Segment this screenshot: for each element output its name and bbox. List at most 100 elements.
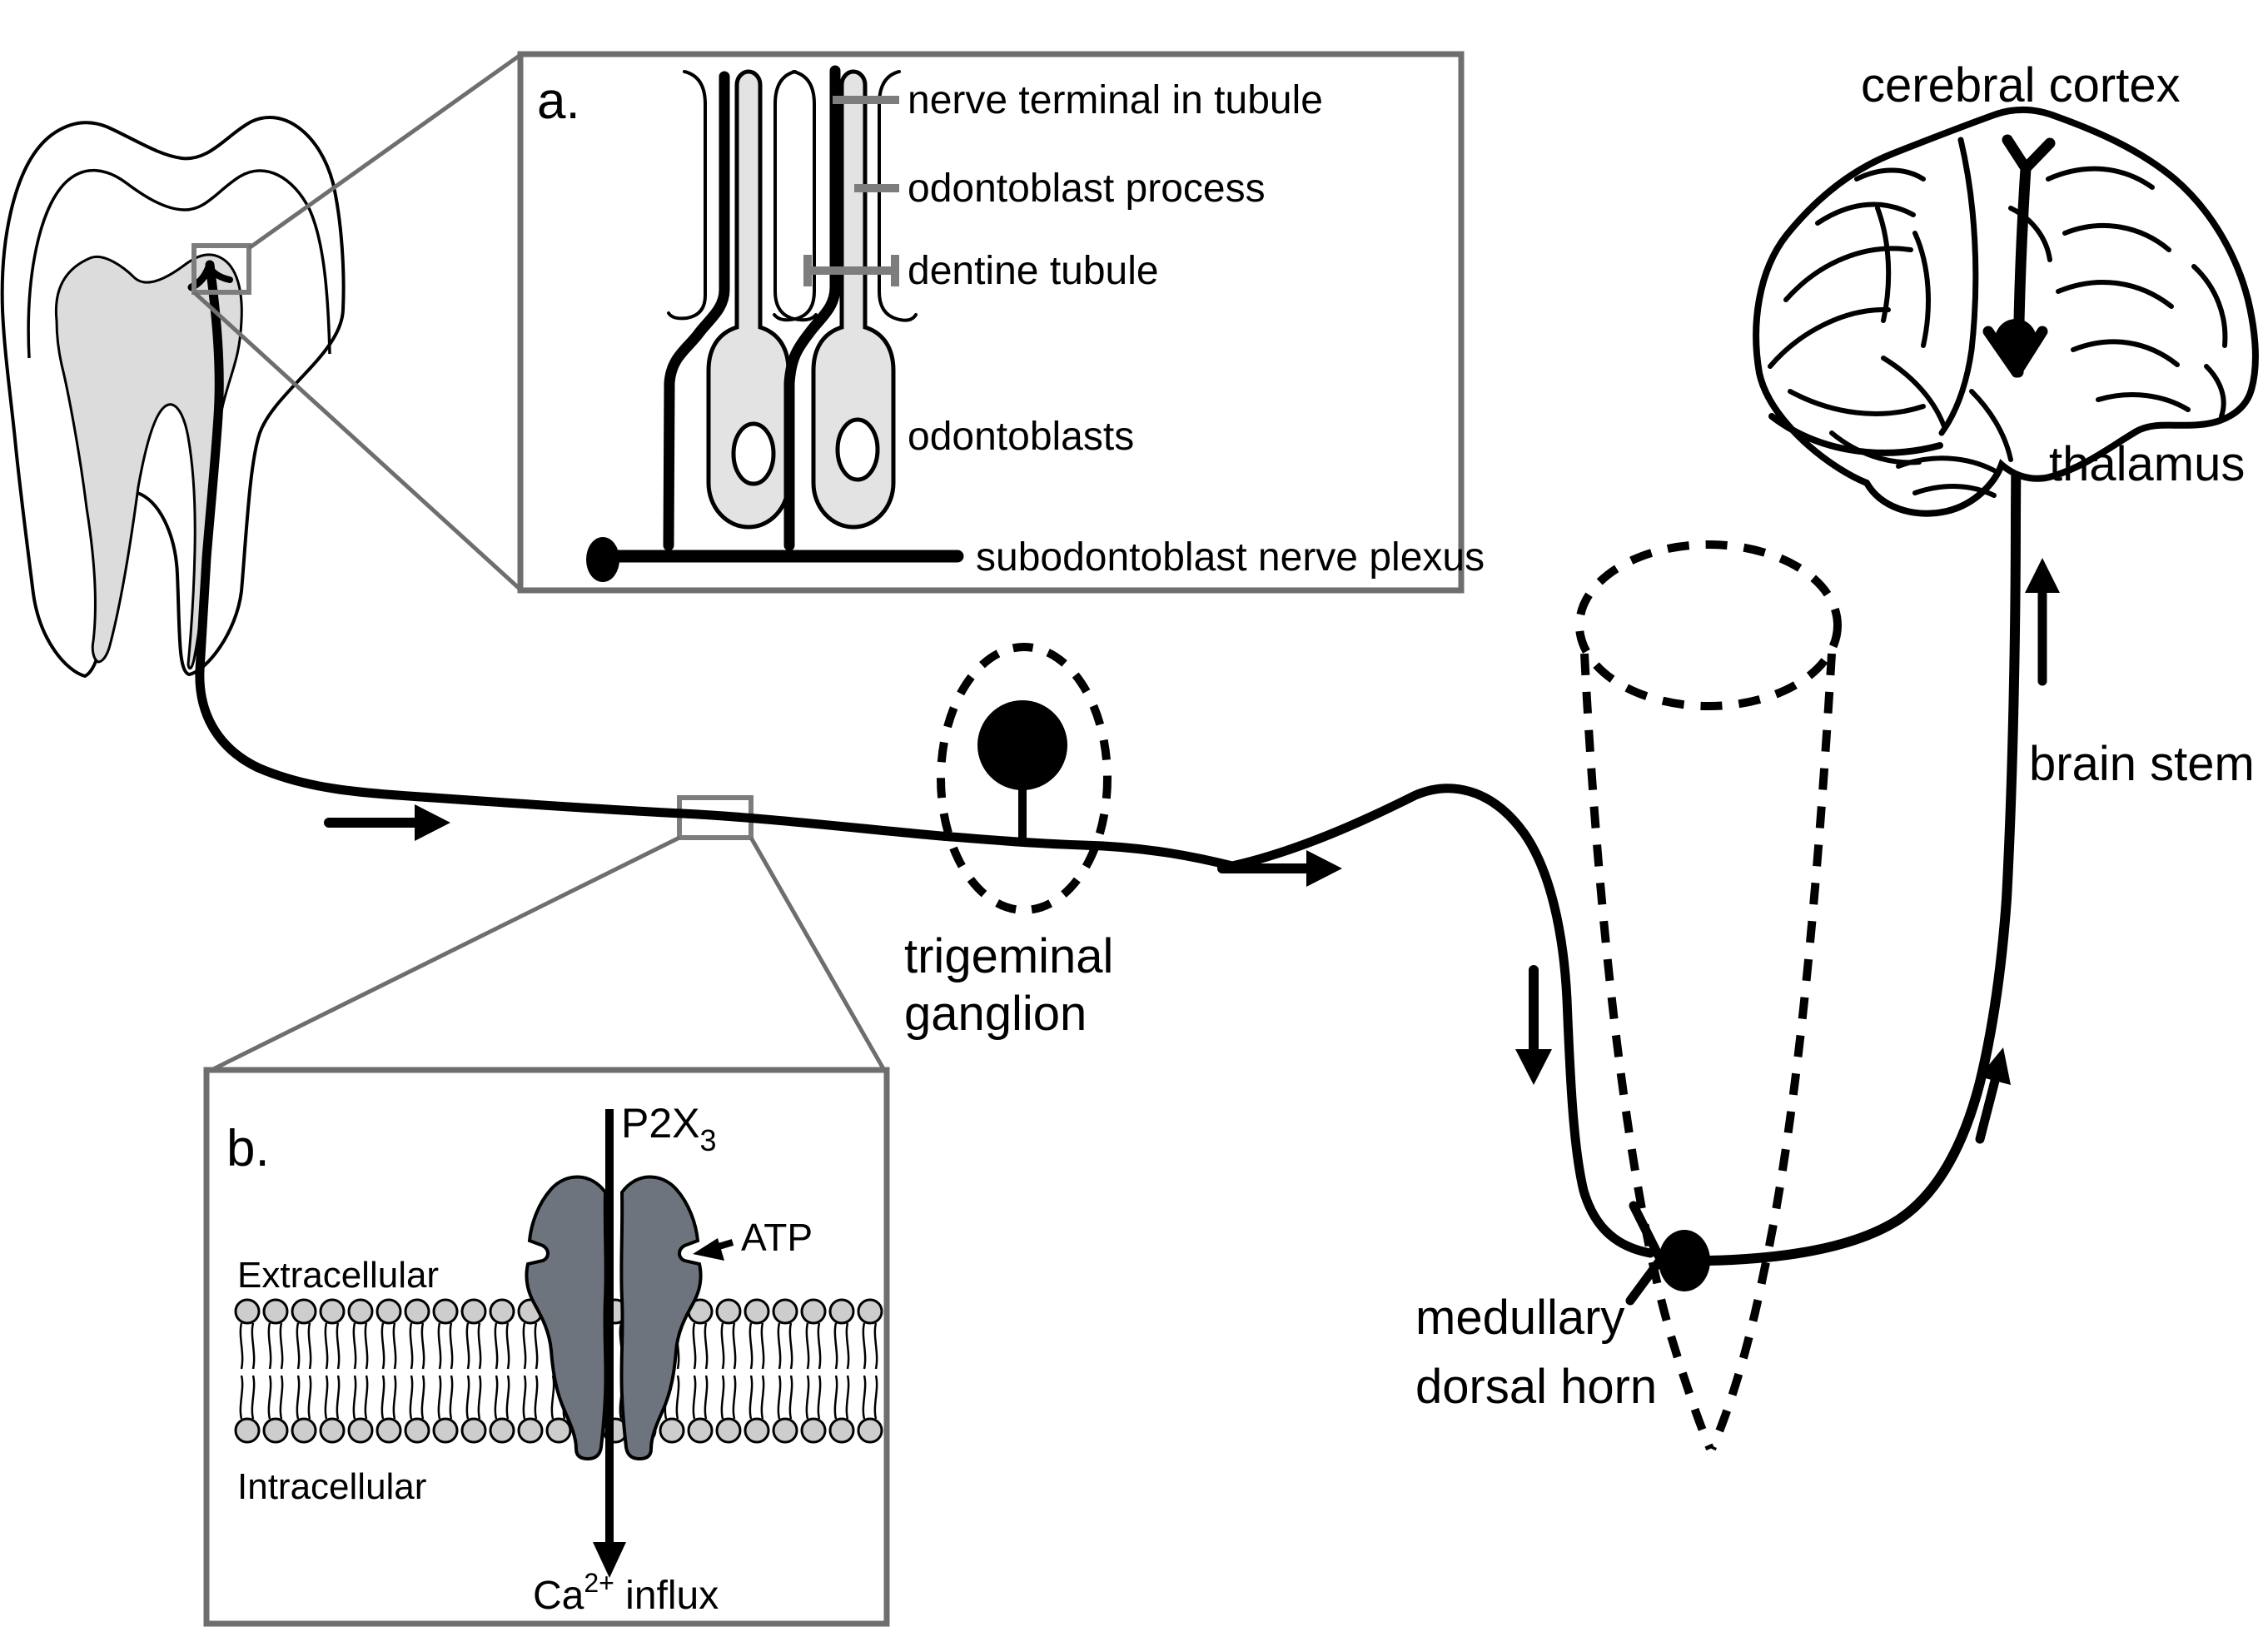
lipid-tail — [534, 1375, 539, 1420]
lipid-head — [376, 1417, 402, 1444]
subodontoblast-plexus-label: subodontoblast nerve plexus — [976, 535, 1485, 580]
lipid-tail — [777, 1322, 782, 1370]
inset-b-panel: b. Extracellular Intracellular ATP P2X3 … — [203, 1067, 890, 1627]
lipid-tail — [465, 1322, 470, 1370]
lipid-head — [715, 1417, 742, 1444]
lipid-head — [347, 1417, 374, 1444]
lipid-head — [432, 1298, 459, 1325]
lipid-head — [376, 1298, 402, 1325]
tooth-zoom-rectangle — [191, 243, 251, 295]
lipid-tail — [267, 1322, 272, 1370]
lipid-tail — [704, 1375, 709, 1420]
brain-gyri — [1768, 137, 2228, 498]
lipid-tail — [352, 1375, 357, 1420]
inset-a-pointers — [803, 96, 899, 286]
medullary-dorsal-horn-label-line2: dorsal horn — [1415, 1360, 1657, 1414]
atp-label: ATP — [741, 1216, 813, 1259]
lipid-tail — [788, 1375, 793, 1420]
lipid-head — [517, 1417, 544, 1444]
arrow-ascending-brainstem — [2025, 558, 2060, 686]
lipid-tail — [675, 1375, 680, 1420]
lipid-head — [319, 1417, 346, 1444]
lipid-tail — [833, 1322, 838, 1370]
inset-a-tag: a. — [537, 72, 580, 130]
inset-a-box — [517, 51, 1465, 594]
lipid-tail — [307, 1322, 312, 1370]
brain-illustration — [1753, 106, 2259, 517]
medulla-dotted-cone — [1575, 540, 1842, 1451]
lipid-tail — [336, 1322, 341, 1370]
lipid-tail — [437, 1322, 442, 1370]
lipid-tail — [494, 1322, 499, 1370]
lipid-tail — [449, 1322, 454, 1370]
p2x3-receptor — [525, 1175, 703, 1461]
lipid-head — [262, 1417, 289, 1444]
nerve-zoom-connector-left — [206, 835, 681, 1074]
lipid-head — [715, 1298, 742, 1325]
lipid-tail — [522, 1375, 527, 1420]
arrow-ascending-lower — [1975, 1047, 2011, 1144]
ganglion-soma — [977, 700, 1067, 790]
lipid-head — [857, 1417, 883, 1444]
lipid-tail — [392, 1322, 397, 1370]
lipid-tail — [352, 1322, 357, 1370]
lipid-head — [291, 1298, 317, 1325]
lipid-tail — [279, 1322, 284, 1370]
lipid-tail — [380, 1322, 385, 1370]
lipid-head — [234, 1298, 261, 1325]
lipid-head — [828, 1417, 855, 1444]
lipid-tail — [296, 1322, 301, 1370]
lipid-tail — [862, 1322, 867, 1370]
ganglion-dotted-outline — [937, 643, 1112, 914]
brain-stem-label: brain stem — [2029, 737, 2255, 791]
lipid-tail — [704, 1322, 709, 1370]
lipid-tail — [364, 1322, 369, 1370]
direction-arrows — [324, 558, 2060, 1144]
lipid-head — [489, 1417, 515, 1444]
lipid-head — [828, 1298, 855, 1325]
lipid-head — [404, 1298, 430, 1325]
lipid-tail — [788, 1322, 793, 1370]
lipid-tail — [307, 1375, 312, 1420]
lipid-head — [744, 1298, 770, 1325]
thalamus-relay-soma — [1995, 319, 2037, 361]
arrow-ganglion-to-brainstem — [1217, 850, 1342, 887]
lipid-tail — [873, 1322, 878, 1370]
tooth-zoom-connector-top — [247, 52, 522, 251]
lipid-tail — [805, 1375, 810, 1420]
nerve-tooth-to-ganglion — [195, 665, 1237, 871]
lipid-tail — [267, 1375, 272, 1420]
odontoblast-cell-2 — [811, 69, 896, 530]
lipid-head — [262, 1298, 289, 1325]
thalamus-label: thalamus — [2049, 437, 2245, 491]
lipid-tail — [749, 1322, 754, 1370]
tooth-illustration — [0, 116, 346, 679]
lipid-tail — [777, 1375, 782, 1420]
lipid-head — [489, 1298, 515, 1325]
cone-top-ellipse — [1575, 540, 1842, 710]
lipid-tail — [437, 1375, 442, 1420]
ascending-fiber — [1703, 367, 2022, 1266]
lipid-tail — [239, 1322, 244, 1370]
tooth-pulp — [54, 253, 243, 670]
lipid-head — [545, 1417, 572, 1444]
lipid-head — [800, 1417, 827, 1444]
lipid-tail — [494, 1375, 499, 1420]
odontoblasts-label: odontoblasts — [908, 415, 1134, 459]
lipid-tail — [251, 1322, 256, 1370]
odontoblast-cells — [706, 69, 896, 530]
lipid-tail — [732, 1375, 737, 1420]
lipid-head — [460, 1417, 487, 1444]
lipid-tail — [420, 1322, 425, 1370]
tubule-nerve-1 — [663, 71, 730, 551]
lipid-tail — [749, 1375, 754, 1420]
receptor-subunit-right — [619, 1175, 703, 1461]
odontoblast-nucleus-1 — [731, 421, 776, 486]
lipid-head — [347, 1298, 374, 1325]
intracellular-label: Intracellular — [237, 1466, 426, 1507]
inset-b-box — [203, 1067, 890, 1627]
odontoblast-nucleus-2 — [835, 417, 880, 482]
tooth-dentine-junction — [27, 169, 331, 359]
lipid-tail — [534, 1322, 539, 1370]
